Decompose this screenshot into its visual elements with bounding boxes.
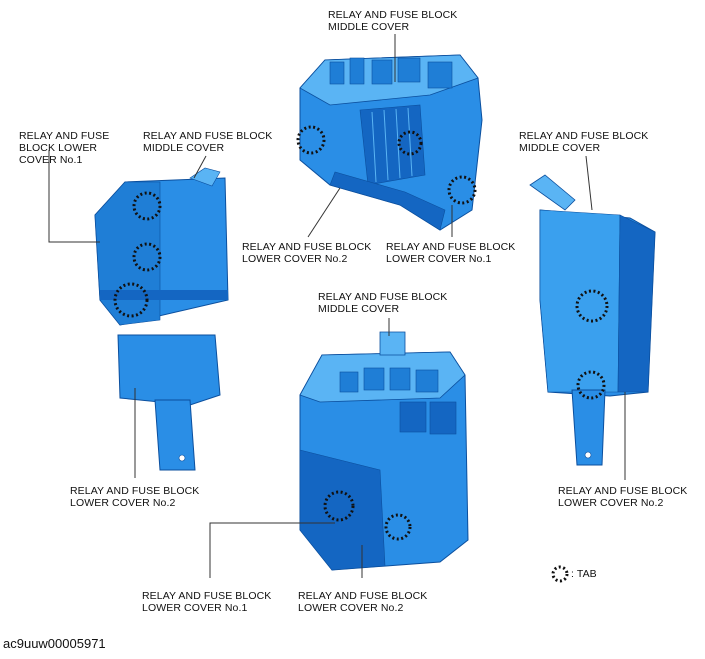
- label-right-lower-cover-no2: RELAY AND FUSE BLOCK LOWER COVER No.2: [558, 485, 687, 509]
- tab-marker-bottom-1: [323, 490, 355, 522]
- top-view-connector-2: [349, 57, 365, 85]
- label-top-lower-cover-no1: RELAY AND FUSE BLOCK LOWER COVER No.1: [386, 241, 515, 265]
- tab-marker-bottom-2: [384, 513, 412, 541]
- leader-right-middle-cover: [585, 155, 593, 211]
- bottom-view-connector: [339, 371, 359, 393]
- legend-tab-label: : TAB: [571, 568, 597, 580]
- tab-marker-right-1: [575, 289, 609, 323]
- label-line: RELAY AND FUSE BLOCK: [70, 485, 200, 497]
- label-line: MIDDLE COVER: [328, 21, 410, 33]
- label-line: MIDDLE COVER: [143, 142, 225, 154]
- right-view-bracket: [571, 389, 606, 466]
- label-line: RELAY AND FUSE BLOCK: [328, 9, 458, 21]
- label-bottom-lower-cover-no1: RELAY AND FUSE BLOCK LOWER COVER No.1: [142, 590, 271, 614]
- top-view-connector-5: [427, 61, 453, 89]
- label-line: RELAY AND FUSE BLOCK: [558, 485, 688, 497]
- bottom-view-connector: [399, 401, 427, 433]
- top-view-connector-4: [397, 57, 421, 83]
- leader-top-lower-cover-no2: [307, 187, 341, 238]
- label-line: LOWER COVER No.2: [242, 253, 348, 265]
- top-view-connector-3: [371, 59, 393, 85]
- label-line: RELAY AND FUSE BLOCK: [142, 590, 272, 602]
- label-top-middle-cover: RELAY AND FUSE BLOCK MIDDLE COVER: [328, 9, 457, 33]
- right-view-front-face: [539, 209, 621, 393]
- bottom-view-connector: [415, 369, 439, 393]
- bottom-view-connector: [389, 367, 411, 391]
- bottom-view-top-tab: [379, 331, 406, 356]
- view-top-assembly: [299, 54, 483, 231]
- tab-marker-right-2: [576, 370, 606, 400]
- legend-tab-text: : TAB: [571, 568, 597, 580]
- legend-tab-icon: [551, 565, 569, 583]
- top-view-rib: [371, 111, 377, 183]
- right-view-bracket-hole: [584, 451, 592, 459]
- label-line: RELAY AND FUSE BLOCK: [318, 291, 448, 303]
- top-view-lower-skirt: [329, 171, 446, 231]
- label-line: BLOCK LOWER: [19, 142, 98, 154]
- tab-marker-left-2: [132, 242, 162, 272]
- left-view-top-tab: [189, 167, 221, 187]
- right-view-top-tab: [529, 174, 576, 211]
- left-view-dark-band: [100, 290, 228, 300]
- top-view-connector-1: [329, 61, 345, 85]
- view-right-assembly: [529, 174, 656, 466]
- tab-marker-top-right: [447, 175, 477, 205]
- label-line: LOWER COVER No.2: [298, 602, 404, 614]
- label-line: RELAY AND FUSE BLOCK: [519, 130, 649, 142]
- bottom-view-connector: [429, 401, 457, 435]
- label-left-lower-cover-no1: RELAY AND FUSE BLOCK LOWER COVER No.1: [19, 130, 109, 166]
- top-view-rib-panel: [359, 104, 426, 186]
- left-view-side-face: [94, 181, 161, 326]
- leader-left-lower-cover-no1: [48, 150, 100, 243]
- leader-bottom-lower-cover-no1: [209, 522, 335, 578]
- tab-marker-left-1: [132, 191, 162, 221]
- label-right-middle-cover: RELAY AND FUSE BLOCK MIDDLE COVER: [519, 130, 648, 154]
- label-line: RELAY AND FUSE: [19, 130, 110, 142]
- label-bottom-lower-cover-no2: RELAY AND FUSE BLOCK LOWER COVER No.2: [298, 590, 427, 614]
- label-line: LOWER COVER No.1: [142, 602, 248, 614]
- leader-lines: [48, 34, 626, 578]
- tab-marker-top-left: [296, 125, 326, 155]
- tab-marker-left-3: [113, 282, 149, 318]
- label-line: LOWER COVER No.1: [386, 253, 492, 265]
- label-line: RELAY AND FUSE BLOCK: [242, 241, 372, 253]
- left-view-bracket: [154, 399, 196, 471]
- label-bottom-middle-cover: RELAY AND FUSE BLOCK MIDDLE COVER: [318, 291, 447, 315]
- right-view-dark-side: [617, 214, 656, 393]
- label-line: MIDDLE COVER: [519, 142, 601, 154]
- bottom-view-connector: [363, 367, 385, 391]
- left-view-lower-body: [117, 334, 221, 406]
- label-line: LOWER COVER No.2: [558, 497, 664, 509]
- label-top-lower-cover-no2: RELAY AND FUSE BLOCK LOWER COVER No.2: [242, 241, 371, 265]
- top-view-rib: [383, 109, 389, 181]
- top-view-rib: [395, 108, 401, 179]
- label-left-middle-cover: RELAY AND FUSE BLOCK MIDDLE COVER: [143, 130, 272, 154]
- label-line: LOWER COVER No.2: [70, 497, 176, 509]
- view-bottom-assembly: [299, 331, 469, 571]
- image-id-caption: ac9uuw00005971: [3, 636, 106, 651]
- tab-markers: [113, 125, 609, 583]
- top-view-rib: [407, 107, 413, 177]
- label-left-lower-cover-no2: RELAY AND FUSE BLOCK LOWER COVER No.2: [70, 485, 199, 509]
- left-view-bracket-hole: [178, 454, 186, 462]
- leader-left-middle-cover: [193, 155, 207, 179]
- label-line: COVER No.1: [19, 154, 83, 166]
- tab-marker-top-center: [397, 130, 423, 156]
- label-line: RELAY AND FUSE BLOCK: [386, 241, 516, 253]
- label-line: RELAY AND FUSE BLOCK: [143, 130, 273, 142]
- label-line: MIDDLE COVER: [318, 303, 400, 315]
- label-line: RELAY AND FUSE BLOCK: [298, 590, 428, 602]
- bottom-view-lower-side: [299, 449, 386, 571]
- view-left-assembly: [94, 167, 229, 471]
